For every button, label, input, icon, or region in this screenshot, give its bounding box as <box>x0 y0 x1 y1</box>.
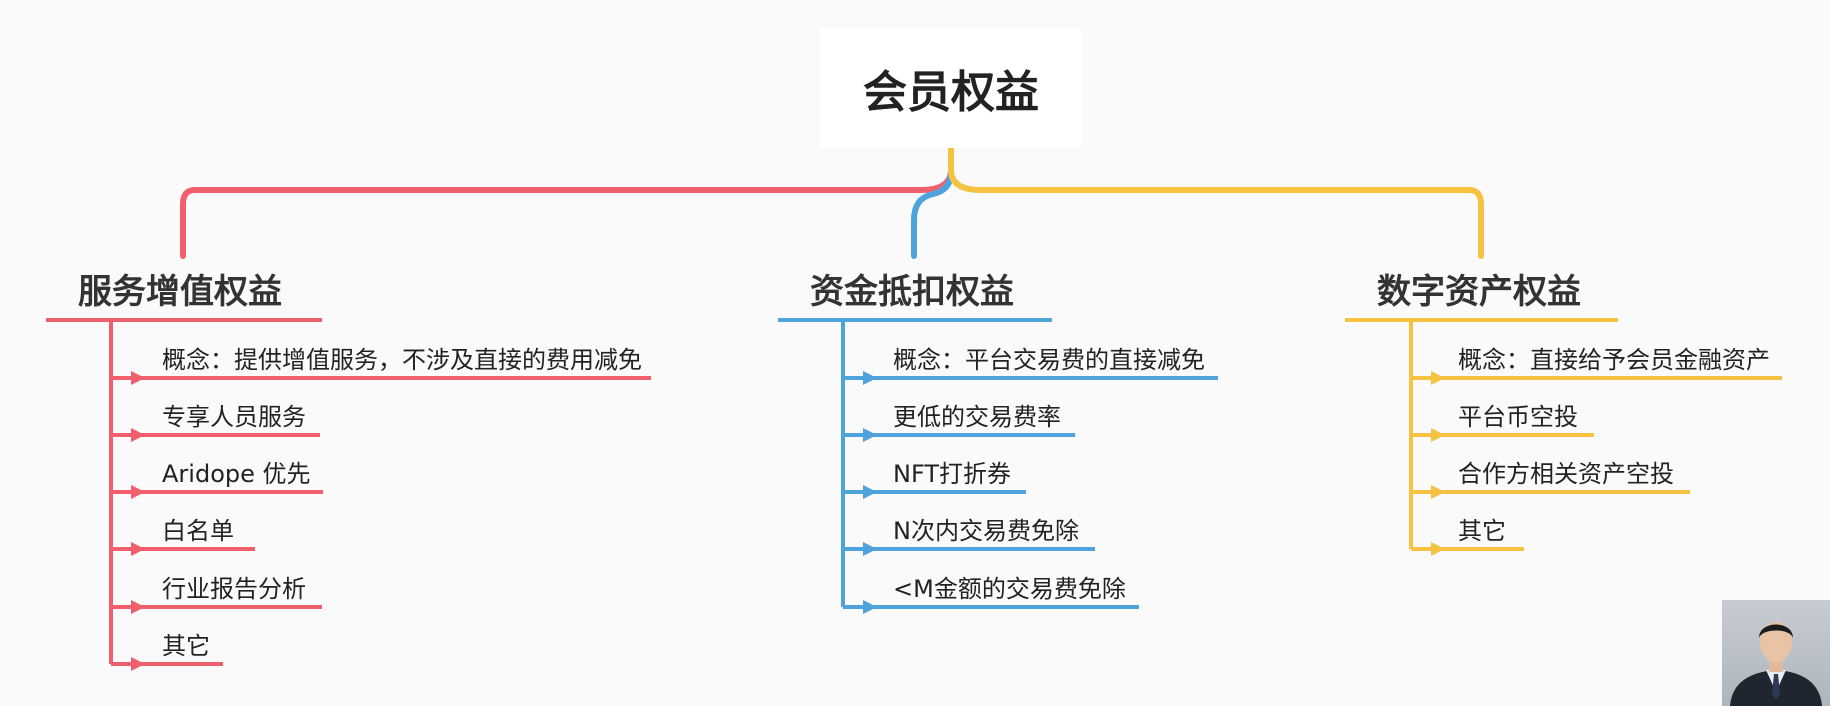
arrow-marker-0-1 <box>131 428 145 442</box>
arrow-marker-2-3 <box>1431 542 1445 556</box>
leaf-service-aridope-priority[interactable]: Aridope 优先 <box>162 460 311 488</box>
trunk-connector-1 <box>911 145 954 259</box>
arrow-marker-0-0 <box>131 371 145 385</box>
arrow-marker-1-1 <box>863 428 877 442</box>
branch-title-funds[interactable]: 资金抵扣权益 <box>810 272 1014 312</box>
leaf-service-whitelist[interactable]: 白名单 <box>162 517 234 545</box>
branch-title-digital[interactable]: 数字资产权益 <box>1377 272 1581 312</box>
trunk-connector-2 <box>948 145 1484 259</box>
arrow-marker-0-4 <box>131 600 145 614</box>
leaf-digital-platform-coin-airdrop[interactable]: 平台币空投 <box>1458 403 1578 431</box>
leaf-funds-lower-rate[interactable]: 更低的交易费率 <box>893 403 1061 431</box>
arrow-marker-1-2 <box>863 485 877 499</box>
leaf-funds-under-m-free[interactable]: <M金额的交易费免除 <box>893 575 1126 603</box>
arrow-marker-2-0 <box>1431 371 1445 385</box>
leaf-service-dedicated-staff[interactable]: 专享人员服务 <box>162 403 306 431</box>
arrow-marker-1-0 <box>863 371 877 385</box>
arrow-marker-1-4 <box>863 600 877 614</box>
arrow-marker-2-1 <box>1431 428 1445 442</box>
leaf-service-other[interactable]: 其它 <box>162 632 210 660</box>
leaf-digital-other[interactable]: 其它 <box>1458 517 1506 545</box>
leaf-funds-concept[interactable]: 概念：平台交易费的直接减免 <box>893 346 1205 374</box>
leaf-service-concept[interactable]: 概念：提供增值服务，不涉及直接的费用减免 <box>162 346 642 374</box>
leaf-service-industry-report[interactable]: 行业报告分析 <box>162 575 306 603</box>
leaf-funds-n-times-free[interactable]: N次内交易费免除 <box>893 517 1079 545</box>
trunk-connector-0 <box>180 145 954 259</box>
branch-title-service[interactable]: 服务增值权益 <box>78 272 282 312</box>
root-topic[interactable]: 会员权益 <box>820 28 1082 148</box>
leaf-digital-partner-airdrop[interactable]: 合作方相关资产空投 <box>1458 460 1674 488</box>
arrow-marker-0-5 <box>131 657 145 671</box>
arrow-marker-1-3 <box>863 542 877 556</box>
arrow-marker-0-2 <box>131 485 145 499</box>
leaf-funds-nft-coupon[interactable]: NFT打折券 <box>893 460 1011 488</box>
leaf-digital-concept[interactable]: 概念：直接给予会员金融资产 <box>1458 346 1770 374</box>
arrow-marker-2-2 <box>1431 485 1445 499</box>
arrow-marker-0-3 <box>131 542 145 556</box>
presenter-avatar-icon <box>1722 600 1830 706</box>
root-topic-label: 会员权益 <box>863 67 1039 118</box>
